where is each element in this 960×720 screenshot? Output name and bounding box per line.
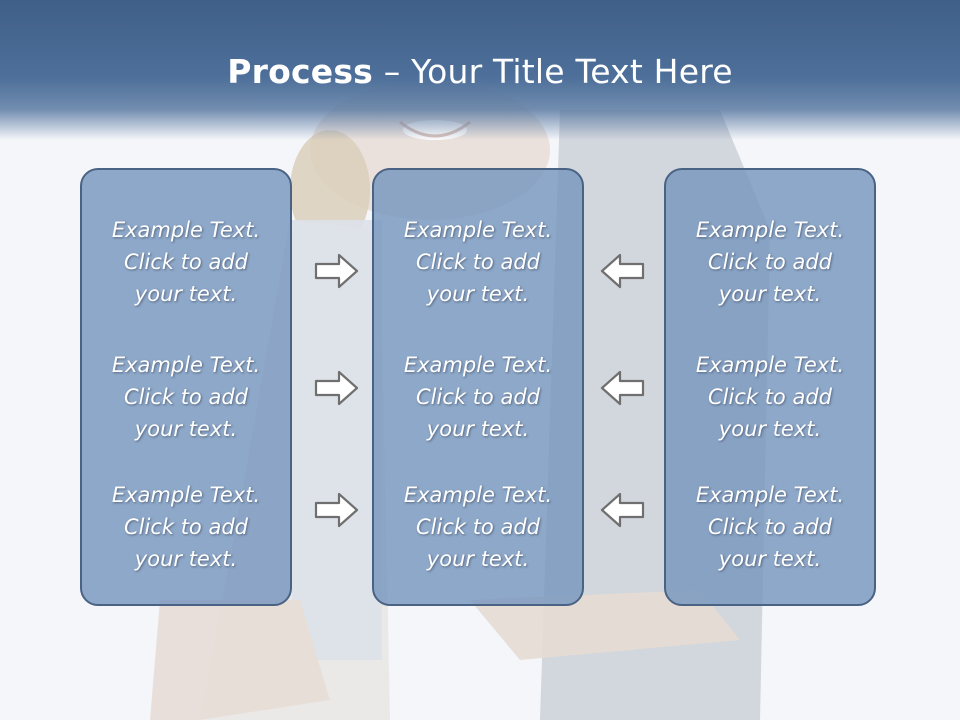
- text-line: Example Text.: [403, 218, 553, 242]
- text-placeholder[interactable]: Example Text. Click to add your text.: [666, 349, 874, 445]
- process-box-center[interactable]: Example Text. Click to add your text. Ex…: [372, 168, 584, 606]
- text-line: Example Text.: [111, 218, 261, 242]
- right-arrow-icon: [314, 492, 359, 528]
- text-line: Click to add: [707, 250, 832, 274]
- text-placeholder[interactable]: Example Text. Click to add your text.: [374, 214, 582, 310]
- text-line: your text.: [718, 282, 822, 306]
- text-placeholder[interactable]: Example Text. Click to add your text.: [666, 214, 874, 310]
- text-line: Click to add: [707, 515, 832, 539]
- text-line: Example Text.: [111, 483, 261, 507]
- text-line: Click to add: [707, 385, 832, 409]
- text-line: your text.: [426, 282, 530, 306]
- text-line: your text.: [134, 417, 238, 441]
- process-box-left[interactable]: Example Text. Click to add your text. Ex…: [80, 168, 292, 606]
- title-rest: – Your Title Text Here: [373, 52, 733, 91]
- text-placeholder[interactable]: Example Text. Click to add your text.: [82, 479, 290, 575]
- text-line: your text.: [134, 547, 238, 571]
- text-line: Click to add: [123, 515, 248, 539]
- text-line: Example Text.: [403, 353, 553, 377]
- text-placeholder[interactable]: Example Text. Click to add your text.: [82, 349, 290, 445]
- left-arrow-icon: [600, 370, 645, 406]
- text-line: your text.: [718, 547, 822, 571]
- text-placeholder[interactable]: Example Text. Click to add your text.: [82, 214, 290, 310]
- text-line: Example Text.: [695, 218, 845, 242]
- right-arrow-icon: [314, 253, 359, 289]
- text-line: Click to add: [415, 515, 540, 539]
- text-line: Click to add: [123, 385, 248, 409]
- text-placeholder[interactable]: Example Text. Click to add your text.: [374, 479, 582, 575]
- text-line: your text.: [134, 282, 238, 306]
- text-line: your text.: [718, 417, 822, 441]
- text-line: Click to add: [123, 250, 248, 274]
- process-box-right[interactable]: Example Text. Click to add your text. Ex…: [664, 168, 876, 606]
- text-line: Click to add: [415, 385, 540, 409]
- right-arrow-icon: [314, 370, 359, 406]
- text-line: Example Text.: [695, 353, 845, 377]
- text-line: your text.: [426, 417, 530, 441]
- text-placeholder[interactable]: Example Text. Click to add your text.: [666, 479, 874, 575]
- text-placeholder[interactable]: Example Text. Click to add your text.: [374, 349, 582, 445]
- title-bold: Process: [227, 52, 374, 91]
- title-bar: [0, 0, 960, 140]
- left-arrow-icon: [600, 253, 645, 289]
- text-line: Example Text.: [111, 353, 261, 377]
- text-line: Click to add: [415, 250, 540, 274]
- text-line: Example Text.: [695, 483, 845, 507]
- slide-title[interactable]: Process – Your Title Text Here: [0, 52, 960, 91]
- left-arrow-icon: [600, 492, 645, 528]
- text-line: Example Text.: [403, 483, 553, 507]
- text-line: your text.: [426, 547, 530, 571]
